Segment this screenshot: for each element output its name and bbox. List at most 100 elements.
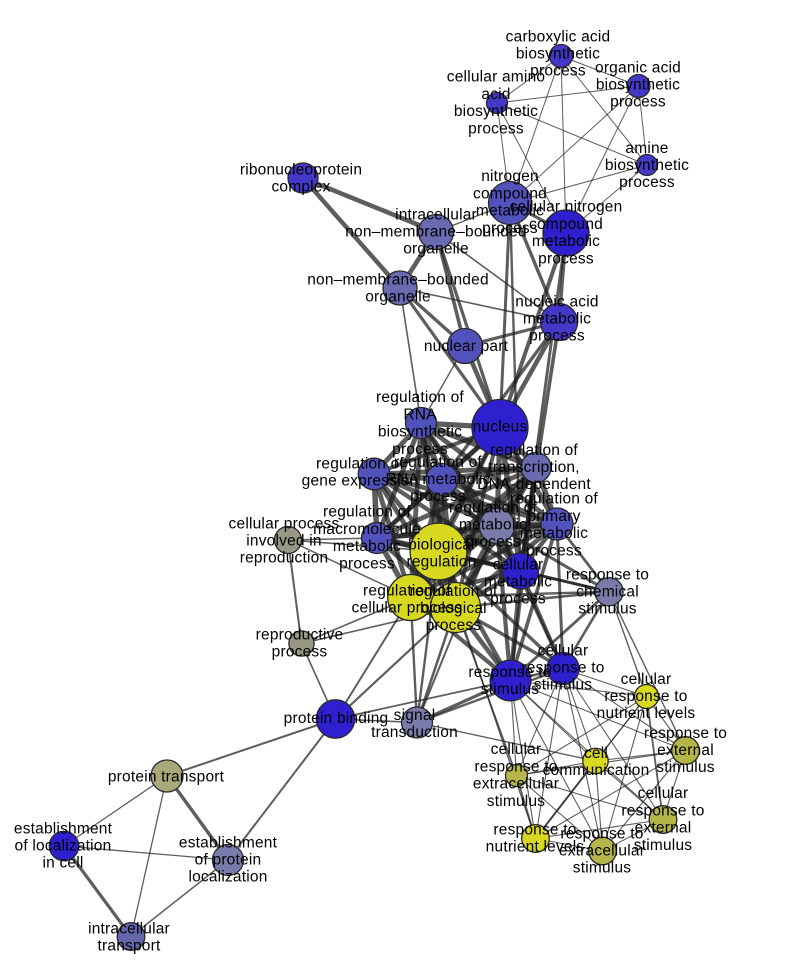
svg-text:response to: response to bbox=[468, 664, 551, 681]
svg-text:reproductive: reproductive bbox=[256, 626, 344, 643]
svg-text:RNA: RNA bbox=[403, 406, 437, 423]
svg-text:metabolic: metabolic bbox=[484, 574, 552, 591]
svg-text:process: process bbox=[538, 250, 594, 267]
svg-text:regulation of: regulation of bbox=[449, 499, 537, 516]
svg-text:compound: compound bbox=[529, 216, 603, 233]
svg-text:macromolecule: macromolecule bbox=[313, 521, 421, 538]
svg-text:process: process bbox=[529, 328, 585, 345]
svg-text:stimulus: stimulus bbox=[578, 601, 636, 618]
svg-text:DNA-dependent: DNA-dependent bbox=[477, 476, 591, 493]
svg-text:transduction: transduction bbox=[371, 724, 458, 741]
svg-text:non–membrane–bounded: non–membrane–bounded bbox=[345, 224, 527, 241]
svg-text:biological: biological bbox=[420, 600, 487, 617]
svg-text:cellular process: cellular process bbox=[229, 515, 340, 532]
svg-text:cellular: cellular bbox=[538, 642, 589, 659]
svg-text:response to: response to bbox=[521, 660, 604, 677]
svg-text:gene expression: gene expression bbox=[302, 473, 419, 490]
svg-text:nitrogen: nitrogen bbox=[481, 168, 539, 185]
svg-text:ribonucleoprotein: ribonucleoprotein bbox=[240, 161, 362, 178]
svg-text:metabolic: metabolic bbox=[520, 525, 588, 542]
svg-text:stimulus: stimulus bbox=[487, 793, 545, 810]
svg-text:primary: primary bbox=[527, 508, 580, 525]
svg-text:process: process bbox=[526, 542, 582, 559]
svg-text:metabolic: metabolic bbox=[532, 233, 600, 250]
svg-text:regulation of: regulation of bbox=[323, 504, 411, 521]
svg-text:external: external bbox=[635, 820, 692, 837]
svg-text:response to: response to bbox=[474, 758, 557, 775]
svg-text:acid: acid bbox=[481, 86, 510, 103]
svg-text:communication: communication bbox=[543, 762, 650, 779]
svg-text:compound: compound bbox=[473, 185, 547, 202]
svg-text:cellular: cellular bbox=[638, 785, 689, 802]
svg-text:nutrient levels: nutrient levels bbox=[486, 839, 585, 856]
svg-text:regulation of: regulation of bbox=[410, 583, 498, 600]
svg-text:process: process bbox=[530, 63, 586, 80]
svg-text:nuclear part: nuclear part bbox=[424, 338, 509, 355]
svg-text:metabolic: metabolic bbox=[459, 517, 527, 534]
svg-text:protein binding: protein binding bbox=[284, 710, 389, 727]
svg-text:biosynthetic: biosynthetic bbox=[596, 77, 680, 94]
svg-text:biological: biological bbox=[408, 536, 475, 553]
svg-text:metabolic: metabolic bbox=[333, 538, 401, 555]
svg-text:localization: localization bbox=[188, 869, 267, 886]
svg-text:organelle: organelle bbox=[403, 241, 469, 258]
svg-text:response to: response to bbox=[604, 688, 687, 705]
svg-text:biosynthetic: biosynthetic bbox=[516, 46, 600, 63]
svg-text:organelle: organelle bbox=[365, 289, 431, 306]
svg-text:cellular: cellular bbox=[621, 671, 672, 688]
svg-text:amine: amine bbox=[625, 140, 668, 157]
svg-text:non–membrane–bounded: non–membrane–bounded bbox=[307, 271, 489, 288]
svg-text:stimulus: stimulus bbox=[656, 759, 714, 776]
svg-text:intracellular: intracellular bbox=[395, 206, 477, 223]
svg-text:protein transport: protein transport bbox=[108, 769, 225, 786]
svg-text:process: process bbox=[392, 441, 448, 458]
svg-text:response to: response to bbox=[560, 825, 643, 842]
svg-text:process: process bbox=[490, 591, 546, 608]
svg-text:metabolic: metabolic bbox=[476, 203, 544, 220]
svg-text:regulation: regulation bbox=[406, 554, 476, 571]
svg-text:nucleus: nucleus bbox=[473, 419, 528, 436]
svg-text:stimulus: stimulus bbox=[573, 860, 631, 877]
svg-text:reproduction: reproduction bbox=[240, 550, 329, 567]
svg-text:organic acid: organic acid bbox=[595, 59, 681, 76]
svg-text:process: process bbox=[410, 488, 466, 505]
svg-text:process: process bbox=[272, 644, 328, 661]
svg-text:extracellular: extracellular bbox=[559, 843, 645, 860]
svg-text:regulation of: regulation of bbox=[510, 491, 598, 508]
svg-text:process: process bbox=[482, 220, 538, 237]
svg-text:establishment: establishment bbox=[14, 820, 113, 837]
svg-text:response to: response to bbox=[621, 802, 704, 819]
svg-text:complex: complex bbox=[271, 179, 330, 196]
svg-text:response to: response to bbox=[644, 725, 727, 742]
svg-text:cellular: cellular bbox=[493, 556, 544, 573]
svg-text:stimulus: stimulus bbox=[634, 837, 692, 854]
svg-text:intracellular: intracellular bbox=[88, 920, 170, 937]
svg-text:transport: transport bbox=[98, 938, 161, 955]
svg-text:in cell: in cell bbox=[42, 855, 83, 872]
svg-text:external: external bbox=[657, 742, 714, 759]
svg-text:regulation of: regulation of bbox=[363, 582, 451, 599]
svg-text:process: process bbox=[426, 617, 482, 634]
svg-text:response to: response to bbox=[566, 566, 649, 583]
svg-text:regulation of: regulation of bbox=[316, 455, 404, 472]
svg-text:process: process bbox=[468, 120, 524, 137]
svg-text:of localization: of localization bbox=[15, 838, 112, 855]
svg-text:metabolic: metabolic bbox=[523, 311, 591, 328]
svg-text:cellular nitrogen: cellular nitrogen bbox=[510, 199, 623, 216]
svg-text:carboxylic acid: carboxylic acid bbox=[506, 28, 611, 45]
svg-text:process: process bbox=[339, 555, 395, 572]
svg-text:process: process bbox=[610, 94, 666, 111]
svg-text:stimulus: stimulus bbox=[481, 681, 539, 698]
svg-text:cell: cell bbox=[584, 745, 608, 762]
svg-text:chemical: chemical bbox=[576, 584, 639, 601]
svg-text:biosynthetic: biosynthetic bbox=[378, 424, 462, 441]
svg-text:response to: response to bbox=[493, 821, 576, 838]
svg-text:nucleic acid: nucleic acid bbox=[515, 293, 598, 310]
svg-text:transcription,: transcription, bbox=[488, 459, 580, 476]
svg-text:cellular process: cellular process bbox=[352, 600, 463, 617]
svg-text:regulation of: regulation of bbox=[376, 389, 464, 406]
svg-text:biosynthetic: biosynthetic bbox=[454, 103, 538, 120]
svg-text:regulation of: regulation of bbox=[490, 442, 578, 459]
svg-text:regulation of: regulation of bbox=[394, 454, 482, 471]
svg-text:nutrient levels: nutrient levels bbox=[597, 705, 696, 722]
